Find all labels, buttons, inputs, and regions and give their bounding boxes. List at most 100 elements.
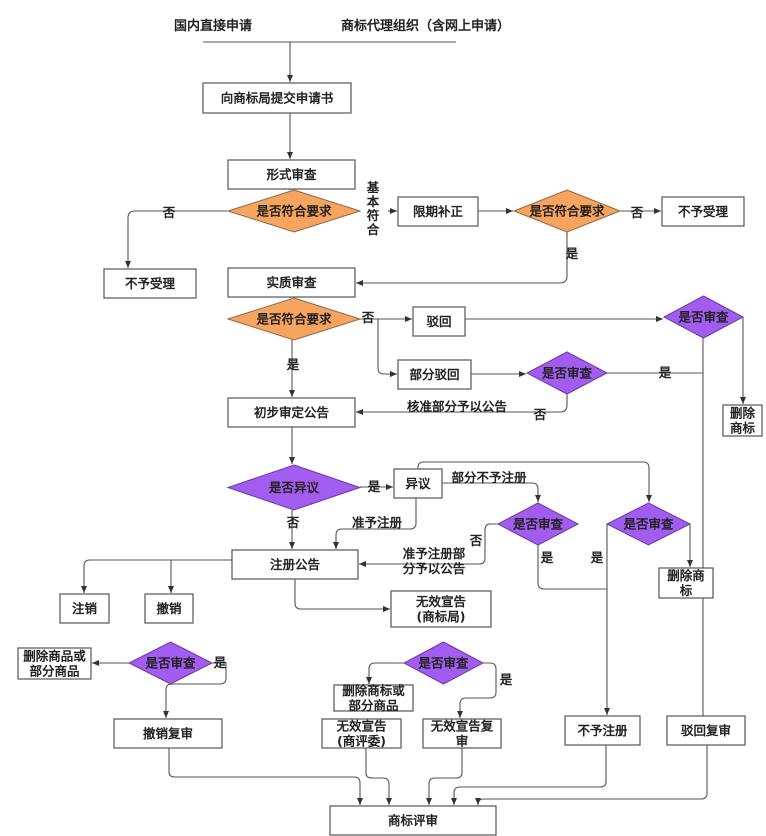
node-objection: 异议 bbox=[393, 468, 443, 499]
process-box bbox=[17, 647, 92, 680]
node-label: 限期补正 bbox=[413, 204, 464, 219]
node-label: 删除商 bbox=[667, 568, 705, 583]
node-delete-mark1: 删除商标 bbox=[722, 404, 763, 437]
edge-label-obj1-no: 否 bbox=[469, 533, 483, 548]
node-label: 删除 bbox=[730, 406, 756, 421]
node-label: 无效宣告 bbox=[335, 719, 387, 734]
node-label: 不予注册 bbox=[577, 723, 628, 738]
edge-obj1-no bbox=[359, 523, 498, 567]
edge-obj1-yes bbox=[537, 545, 607, 590]
node-label: 商标 bbox=[730, 421, 756, 436]
node-label: 撤销 bbox=[156, 601, 182, 616]
source-agency: 商标代理组织（含网上申请） bbox=[341, 18, 510, 34]
edge-label-approve-partial-reg: 准予注册部 bbox=[403, 546, 466, 561]
process-box bbox=[333, 684, 414, 712]
edge-label-basic-ok: 基 bbox=[366, 180, 380, 195]
edge-label-partial-refuse: 部分不予注册 bbox=[451, 470, 527, 485]
edge-partial-no bbox=[356, 394, 568, 415]
edge-label-obj1-yes: 是 bbox=[540, 550, 554, 565]
decision-diamond bbox=[226, 189, 362, 233]
process-box bbox=[390, 590, 492, 628]
node-label: 是否审查 bbox=[677, 310, 729, 325]
edge-rejectreview-tm bbox=[475, 745, 708, 805]
edge-label-obj2-yes: 是 bbox=[590, 550, 604, 565]
node-label: 实质审查 bbox=[266, 275, 317, 290]
node-d-formal: 是否符合要求 bbox=[226, 189, 362, 233]
node-label: 是否异议 bbox=[268, 480, 320, 495]
edge-label-objection-no: 否 bbox=[286, 515, 300, 530]
edges-layer bbox=[81, 41, 746, 805]
node-label: 是否审查 bbox=[541, 366, 593, 381]
process-box bbox=[227, 397, 356, 428]
node-label: 是否审查 bbox=[622, 517, 674, 532]
node-label: 删除商标或 bbox=[342, 683, 405, 698]
edge-inv-yes bbox=[457, 662, 497, 718]
node-cancel: 注销 bbox=[59, 593, 110, 624]
node-label: 是否符合要求 bbox=[255, 204, 332, 219]
node-label: 删除商品或 bbox=[23, 649, 86, 664]
node-label: 驳回 bbox=[426, 314, 451, 329]
node-refuse-reg: 不予注册 bbox=[564, 715, 641, 746]
node-d-review-reject: 是否审查 bbox=[662, 295, 745, 339]
node-label: (商评委) bbox=[337, 734, 386, 749]
decision-diamond bbox=[605, 502, 692, 546]
edge-refuse-tm bbox=[451, 745, 607, 805]
node-formal-review: 形式审查 bbox=[227, 159, 356, 190]
process-box bbox=[658, 567, 714, 599]
node-revoke: 撤销 bbox=[144, 593, 194, 624]
edge-label-basic-ok: 本 bbox=[367, 194, 380, 209]
node-substantive: 实质审查 bbox=[227, 267, 356, 298]
edge-label-inv-yes: 是 bbox=[499, 672, 513, 687]
process-box bbox=[227, 267, 356, 298]
node-correction: 限期补正 bbox=[397, 196, 479, 227]
node-reject1: 不予受理 bbox=[103, 268, 197, 299]
edge-revreview-tm bbox=[168, 748, 363, 805]
node-prelim: 初步审定公告 bbox=[227, 397, 356, 428]
node-reject-review: 驳回复审 bbox=[666, 715, 746, 746]
node-label: 商标评审 bbox=[388, 813, 438, 828]
process-box bbox=[397, 359, 472, 390]
process-box bbox=[231, 549, 359, 580]
edge-formal-no bbox=[125, 210, 228, 268]
process-box bbox=[59, 593, 110, 624]
node-label: 初步审定公告 bbox=[254, 405, 330, 420]
edge-labels-layer: 否基本符合否是否是是核准部分予以公告否是部分不予注册否准予注册否准予注册部分予以… bbox=[162, 180, 672, 687]
edge-label-objection-yes: 是 bbox=[367, 479, 381, 494]
process-box bbox=[103, 268, 197, 299]
process-box bbox=[397, 196, 479, 227]
edge-label-revoke-yes: 是 bbox=[213, 655, 227, 670]
process-box bbox=[422, 718, 502, 749]
edge-reg-cancel bbox=[81, 559, 232, 593]
node-label: 无效宣告 bbox=[415, 594, 467, 609]
edge-revoke-yes bbox=[163, 662, 227, 718]
node-label: 部分商品 bbox=[348, 698, 398, 713]
edge-label-subst-yes: 是 bbox=[286, 357, 300, 372]
process-box bbox=[321, 718, 402, 749]
edge-inv-left bbox=[366, 662, 404, 684]
node-d-review-obj1: 是否审查 bbox=[496, 502, 580, 546]
node-label: 向商标局提交申请书 bbox=[221, 91, 334, 106]
node-rejected: 驳回 bbox=[412, 306, 466, 337]
node-d-review-revoke: 是否审查 bbox=[127, 641, 214, 685]
node-d-objection: 是否异议 bbox=[226, 464, 362, 511]
edge-label-basic-ok: 符 bbox=[367, 208, 380, 223]
node-partial-reject: 部分驳回 bbox=[397, 359, 472, 390]
edge-label-corr-no: 否 bbox=[630, 205, 644, 220]
edge-board-tm bbox=[365, 748, 392, 805]
node-label: 部分商品 bbox=[29, 664, 79, 679]
node-label: 部分驳回 bbox=[409, 367, 459, 382]
node-label: 注册公告 bbox=[270, 557, 321, 572]
node-d-substantive: 是否符合要求 bbox=[226, 297, 362, 341]
edge-reg-invalid bbox=[294, 579, 390, 612]
source-domestic: 国内直接申请 bbox=[174, 18, 252, 34]
edge-obj-approve bbox=[333, 498, 417, 549]
node-label: 是否符合要求 bbox=[255, 312, 332, 327]
node-invalid-office: 无效宣告(商标局) bbox=[390, 590, 492, 628]
process-box bbox=[412, 306, 466, 337]
node-d-review-invalid: 是否审查 bbox=[402, 641, 485, 685]
node-tm-review: 商标评审 bbox=[329, 805, 497, 836]
node-label: 撤销复审 bbox=[143, 726, 193, 741]
edge-subst-no-partial bbox=[377, 319, 397, 377]
node-label: 是否审查 bbox=[512, 517, 564, 532]
